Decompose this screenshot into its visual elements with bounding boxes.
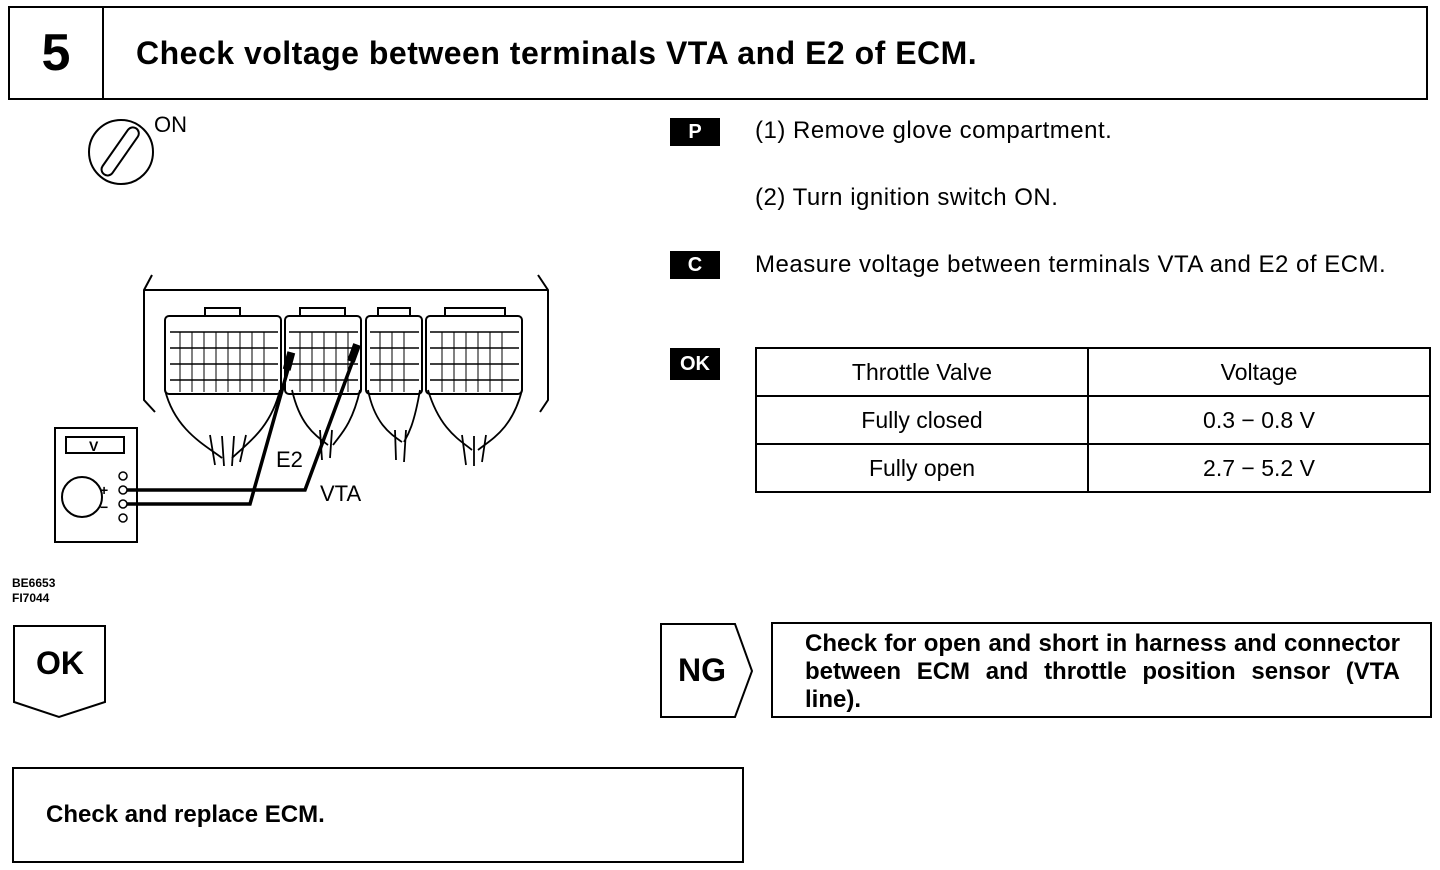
e2-terminal-label: E2 — [276, 447, 303, 472]
figure-code: FI7044 — [12, 591, 50, 605]
figure-code: BE6653 — [12, 576, 56, 590]
ignition-on-label: ON — [154, 112, 187, 137]
column-header-throttle: Throttle Valve — [755, 347, 1089, 397]
throttle-state-cell: Fully open — [755, 443, 1089, 493]
prep-step-1: (1) Remove glove compartment. — [755, 117, 1113, 144]
ng-action-box: Check for open and short in harness and … — [771, 622, 1432, 718]
plus-terminal-label: + — [100, 482, 108, 498]
vta-terminal-label: VTA — [320, 481, 361, 506]
voltmeter-label: V — [89, 438, 99, 454]
test-leads — [127, 354, 357, 506]
ok-arrow-down — [13, 625, 106, 719]
wire-harness-bundles — [164, 389, 523, 467]
step-title: Check voltage between terminals VTA and … — [136, 34, 978, 71]
voltage-spec-table: Throttle Valve Voltage Fully closed 0.3 … — [755, 347, 1431, 493]
voltmeter — [54, 427, 138, 543]
ng-result-label: NG — [678, 652, 726, 688]
ecm-connectors — [164, 307, 523, 395]
ignition-key-icon — [88, 119, 154, 185]
minus-terminal-label: − — [100, 499, 108, 515]
wiring-diagram: ON — [0, 100, 640, 600]
ecm-connector-illustration: ON — [54, 112, 549, 543]
ok-action-box: Check and replace ECM. — [12, 767, 744, 863]
preparation-icon: P — [670, 118, 720, 146]
step-header: 5 Check voltage between terminals VTA an… — [8, 6, 1428, 100]
ok-result-label: OK — [36, 645, 84, 681]
column-header-voltage: Voltage — [1087, 347, 1431, 397]
voltage-range-cell: 2.7 − 5.2 V — [1087, 443, 1431, 493]
step-number: 5 — [10, 8, 104, 98]
probe-tips — [282, 343, 361, 371]
ok-criteria-icon: OK — [670, 348, 720, 380]
table-header-row: Throttle Valve Voltage — [755, 347, 1431, 397]
table-row: Fully closed 0.3 − 0.8 V — [755, 395, 1431, 445]
ng-arrow-right — [660, 623, 754, 718]
check-instruction: Measure voltage between terminals VTA an… — [755, 251, 1387, 278]
prep-step-2: (2) Turn ignition switch ON. — [755, 184, 1059, 211]
ok-action-text: Check and replace ECM. — [46, 801, 325, 828]
check-icon: C — [670, 251, 720, 279]
ecm-housing — [143, 274, 549, 413]
voltage-range-cell: 0.3 − 0.8 V — [1087, 395, 1431, 445]
table-row: Fully open 2.7 − 5.2 V — [755, 443, 1431, 493]
throttle-state-cell: Fully closed — [755, 395, 1089, 445]
